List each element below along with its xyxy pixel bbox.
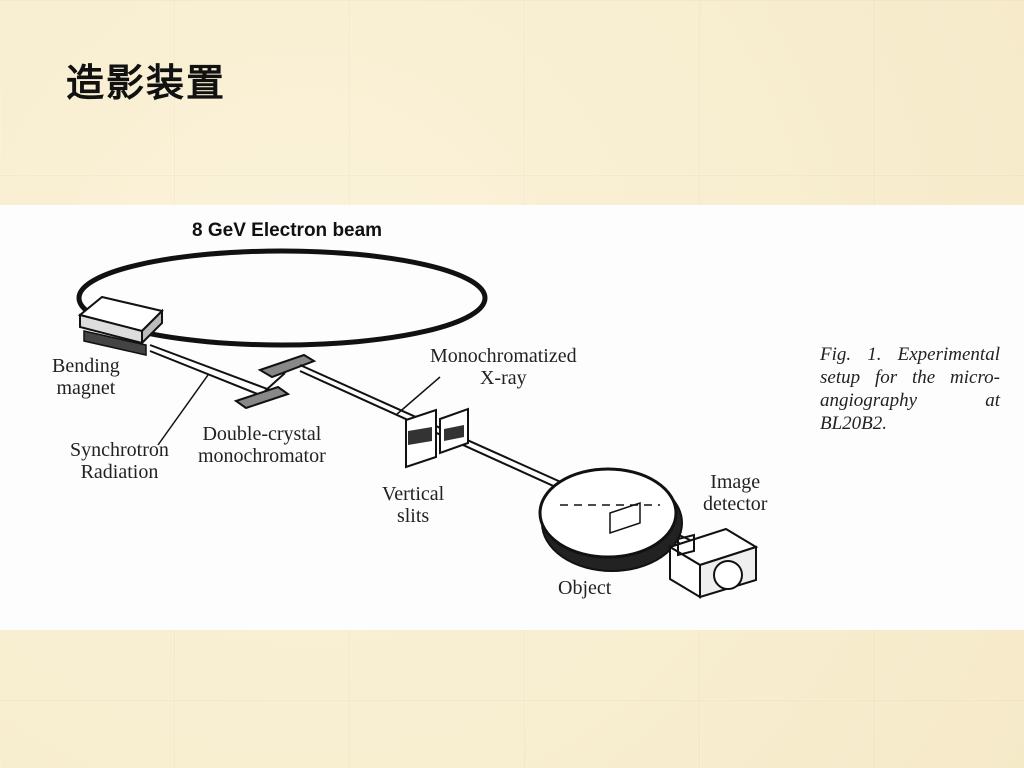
experimental-setup-diagram — [76, 248, 759, 599]
monochromator-shape — [233, 353, 317, 410]
label-vertical-slits: Vertical slits — [382, 483, 445, 527]
bending-magnet-shape — [77, 295, 164, 356]
label-bending-magnet: Bending magnet — [52, 355, 120, 399]
synchrotron-beam — [149, 344, 271, 398]
vertical-slits-shape — [405, 407, 469, 469]
leader-lines — [157, 374, 441, 446]
label-image-detector: Image detector — [703, 471, 768, 515]
figure-panel: 8 GeV Electron beam Bending magnet Synch… — [0, 205, 1024, 630]
label-monochromatized-xray: Monochromatized X-ray — [430, 345, 577, 389]
diagram-title: 8 GeV Electron beam — [192, 220, 383, 241]
figure-caption: Fig. 1. Experimental setup for the micro… — [820, 344, 1000, 434]
label-double-crystal-monochromator: Double-crystal monochromator — [198, 423, 326, 467]
label-synchrotron-radiation: Synchrotron Radiation — [70, 439, 169, 483]
label-object: Object — [558, 577, 612, 599]
image-detector-shape — [667, 527, 759, 599]
slide-title: 造影装置 — [66, 60, 227, 105]
storage-ring — [76, 248, 488, 348]
object-shape — [538, 467, 683, 572]
